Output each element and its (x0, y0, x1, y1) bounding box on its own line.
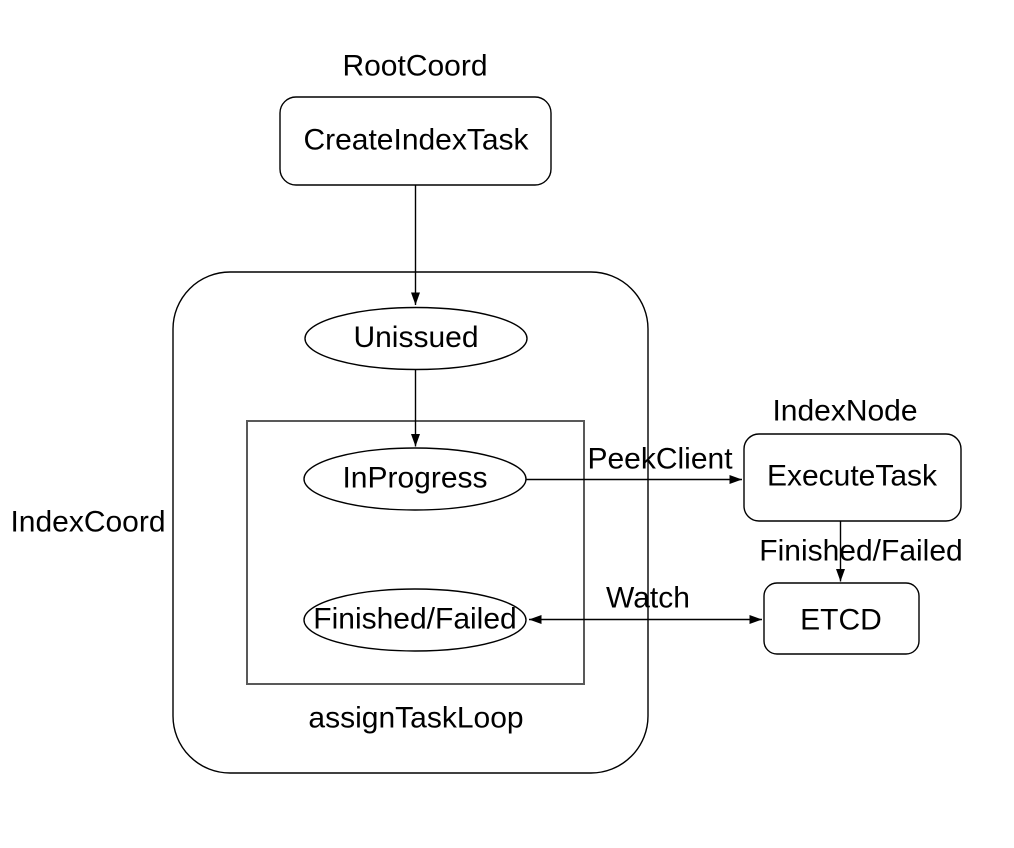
rootcoord-group-label: RootCoord (342, 50, 487, 83)
executetask-label: ExecuteTask (767, 460, 938, 493)
createindextask-node (279, 96, 552, 186)
indexcoord-group-label: IndexCoord (10, 506, 165, 539)
finishedfailed-edge-label: Finished/Failed (759, 535, 962, 568)
inprogress-label: InProgress (342, 462, 487, 495)
finishedfailed-state (303, 588, 527, 652)
executetask-node (743, 433, 962, 522)
peekclient-edge-label: PeekClient (587, 443, 733, 476)
unissued-label: Unissued (353, 321, 478, 354)
unissued-state (304, 306, 528, 371)
indexnode-group-label: IndexNode (772, 395, 917, 428)
inprogress-state (303, 447, 527, 511)
etcd-label: ETCD (800, 604, 882, 637)
etcd-node (763, 582, 920, 655)
assigntaskloop-group-label: assignTaskLoop (308, 702, 523, 735)
createindextask-label: CreateIndexTask (303, 124, 529, 157)
watch-edge-label: Watch (606, 582, 690, 615)
finishedfailed-label: Finished/Failed (313, 603, 516, 636)
